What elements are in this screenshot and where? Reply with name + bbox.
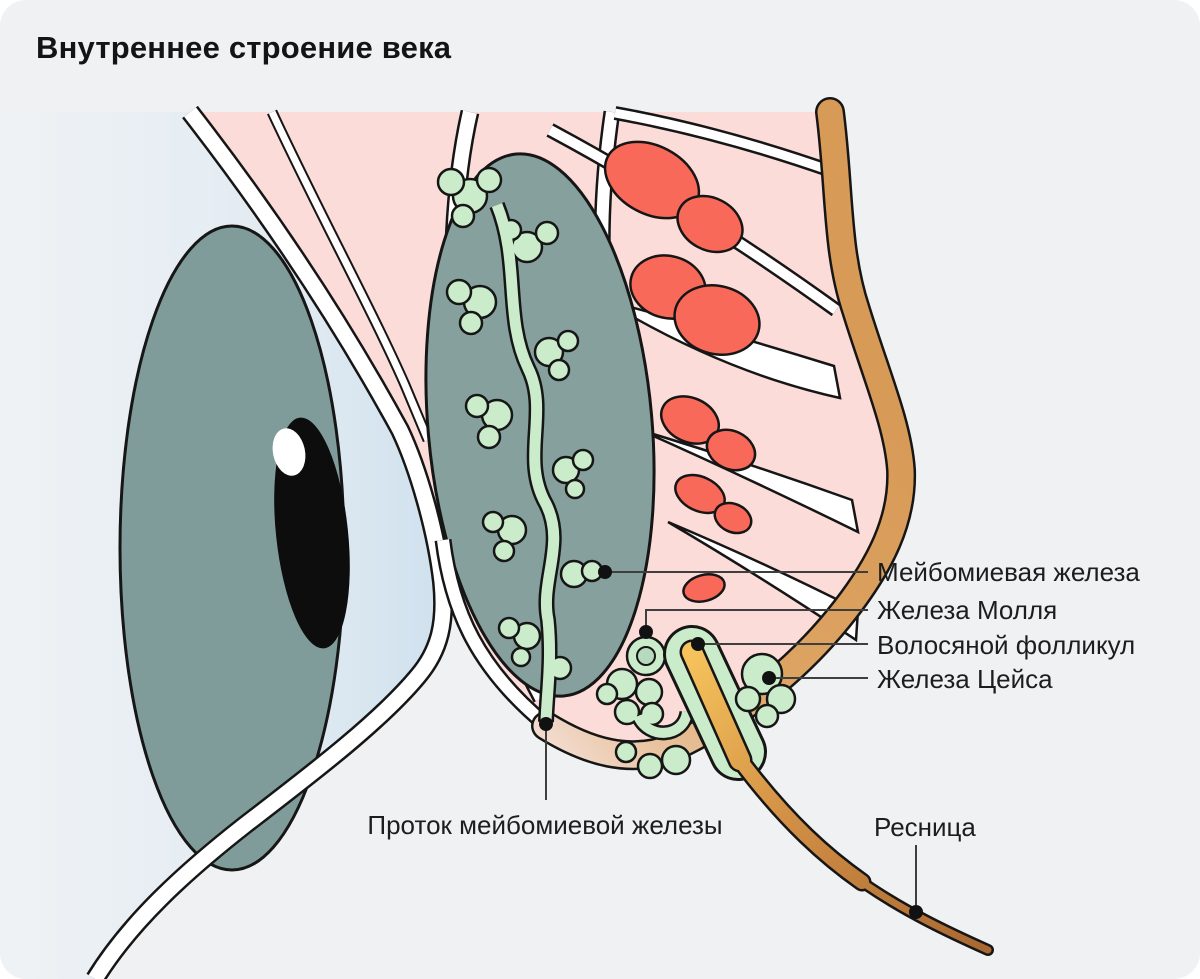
label-meibomian-gland: Мейбомиевая железа [877,557,1140,587]
eyelash-hair [679,639,994,956]
label-eyelash: Ресница [874,812,976,842]
meibomian-gland [436,166,604,723]
page-title: Внутреннее строение века [36,30,452,65]
meibomian-duct-path [491,202,560,723]
pupil-shape [272,417,350,649]
leader-lines [545,571,917,905]
zeis-gland [734,652,797,729]
leader-dots [539,565,923,919]
conjunctiva-band [86,105,551,979]
pupil-highlight [272,428,306,476]
label-hair-follicle: Волосяной фолликул [877,630,1136,660]
label-meibomian-duct: Проток мейбомиевой железы [367,810,723,840]
follicle-foot-lobes [614,740,692,780]
label-zeis-gland: Железа Цейса [877,664,1053,694]
blood-vessels [603,140,761,603]
label-moll-gland: Железа Молля [877,595,1058,625]
